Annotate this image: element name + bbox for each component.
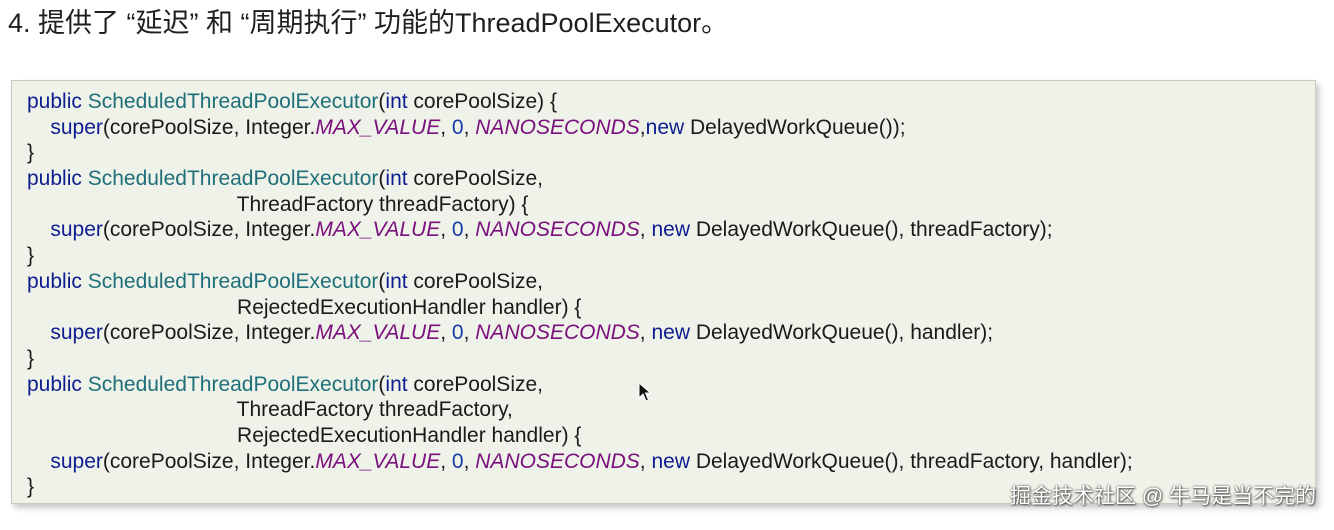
constant-token: MAX_VALUE (315, 115, 441, 139)
code-text: , (440, 115, 452, 139)
code-text: ThreadFactory threadFactory) { (27, 192, 529, 216)
code-text: ( (378, 372, 386, 396)
code-text: (corePoolSize, Integer. (102, 321, 316, 345)
code-text: ( (378, 167, 386, 191)
code-text: ThreadFactory threadFactory, (27, 398, 513, 422)
code-line: } (27, 474, 1305, 500)
code-block: public ScheduledThreadPoolExecutor(int c… (11, 80, 1316, 504)
code-text: , (463, 218, 476, 242)
code-text: corePoolSize, (407, 167, 543, 191)
keyword-token: super (50, 321, 103, 345)
constant-token: MAX_VALUE (315, 218, 441, 242)
code-text: DelayedWorkQueue()); (684, 115, 906, 139)
number-token: 0 (451, 321, 464, 345)
keyword-token: super (50, 115, 103, 139)
code-text: , (463, 321, 476, 345)
code-text: corePoolSize) { (407, 90, 558, 113)
code-text (27, 116, 50, 139)
code-line: } (27, 243, 1305, 269)
class-name-token: ScheduledThreadPoolExecutor (87, 269, 379, 293)
keyword-token: public (27, 269, 88, 293)
code-line: super(corePoolSize, Integer.MAX_VALUE, 0… (27, 115, 1305, 141)
number-token: 0 (451, 115, 464, 139)
code-text: (corePoolSize, Integer. (102, 115, 316, 139)
code-line: } (27, 346, 1305, 372)
code-text: , (639, 218, 652, 242)
code-line: super(corePoolSize, Integer.MAX_VALUE, 0… (27, 217, 1305, 243)
code-line: RejectedExecutionHandler handler) { (27, 295, 1305, 321)
class-name-token: ScheduledThreadPoolExecutor (87, 167, 379, 191)
code-line: super(corePoolSize, Integer.MAX_VALUE, 0… (27, 320, 1305, 346)
constant-token: MAX_VALUE (315, 449, 441, 473)
code-line: RejectedExecutionHandler handler) { (27, 423, 1305, 449)
code-text: , (639, 321, 652, 345)
code-line: ThreadFactory threadFactory) { (27, 192, 1305, 218)
code-text: RejectedExecutionHandler handler) { (27, 295, 582, 319)
code-text: , (639, 449, 652, 473)
code-line: public ScheduledThreadPoolExecutor(int c… (27, 372, 1305, 398)
code-text: ( (378, 90, 386, 113)
keyword-token: new (645, 115, 685, 139)
constant-token: MAX_VALUE (315, 321, 441, 345)
code-text: (corePoolSize, Integer. (102, 218, 316, 242)
code-text: , (463, 115, 476, 139)
keyword-token: int (385, 372, 408, 396)
constant-token: NANOSECONDS (475, 321, 640, 345)
keyword-token: int (385, 90, 408, 113)
code-text: } (27, 244, 35, 268)
class-name-token: ScheduledThreadPoolExecutor (87, 90, 379, 113)
keyword-token: int (385, 167, 408, 191)
code-line: public ScheduledThreadPoolExecutor(int c… (27, 269, 1305, 295)
code-text (27, 218, 50, 241)
code-text: DelayedWorkQueue(), threadFactory, handl… (690, 449, 1133, 473)
code-text (27, 450, 50, 473)
code-text: (corePoolSize, Integer. (102, 449, 316, 473)
mouse-pointer-icon (638, 382, 652, 402)
number-token: 0 (451, 449, 464, 473)
code-line: ThreadFactory threadFactory, (27, 397, 1305, 423)
code-text: , (440, 218, 452, 242)
keyword-token: public (27, 90, 88, 113)
code-text: , (440, 449, 452, 473)
code-text: } (27, 475, 35, 499)
keyword-token: int (385, 269, 408, 293)
code-text: , (440, 321, 452, 345)
code-text: } (27, 346, 35, 370)
code-line: } (27, 140, 1305, 166)
class-name-token: ScheduledThreadPoolExecutor (87, 372, 379, 396)
code-text: , (639, 115, 646, 139)
code-line: super(corePoolSize, Integer.MAX_VALUE, 0… (27, 449, 1305, 475)
code-line: public ScheduledThreadPoolExecutor(int c… (27, 166, 1305, 192)
keyword-token: super (50, 218, 103, 242)
watermark-text: 掘金技术社区 @ 牛马是当不完的 (1010, 485, 1316, 508)
code-text: RejectedExecutionHandler handler) { (27, 423, 582, 447)
code-text: , (463, 449, 476, 473)
code-text (27, 321, 50, 344)
keyword-token: public (27, 372, 88, 396)
code-line: public ScheduledThreadPoolExecutor(int c… (27, 89, 1305, 115)
keyword-token: new (651, 218, 690, 242)
code-text: DelayedWorkQueue(), handler); (690, 321, 994, 345)
number-token: 0 (451, 218, 464, 242)
code-text: ( (378, 269, 386, 293)
section-heading: 4. 提供了 “延迟” 和 “周期执行” 功能的ThreadPoolExecut… (8, 8, 729, 38)
constant-token: NANOSECONDS (475, 449, 640, 473)
code-lines: public ScheduledThreadPoolExecutor(int c… (27, 89, 1305, 500)
keyword-token: new (651, 321, 690, 345)
keyword-token: new (651, 449, 690, 473)
keyword-token: public (27, 167, 88, 191)
keyword-token: super (50, 449, 103, 473)
constant-token: NANOSECONDS (475, 115, 640, 139)
code-text: corePoolSize, (407, 269, 543, 293)
code-text: corePoolSize, (407, 372, 543, 396)
code-text: } (27, 141, 35, 165)
constant-token: NANOSECONDS (475, 218, 640, 242)
code-text: DelayedWorkQueue(), threadFactory); (690, 218, 1053, 242)
